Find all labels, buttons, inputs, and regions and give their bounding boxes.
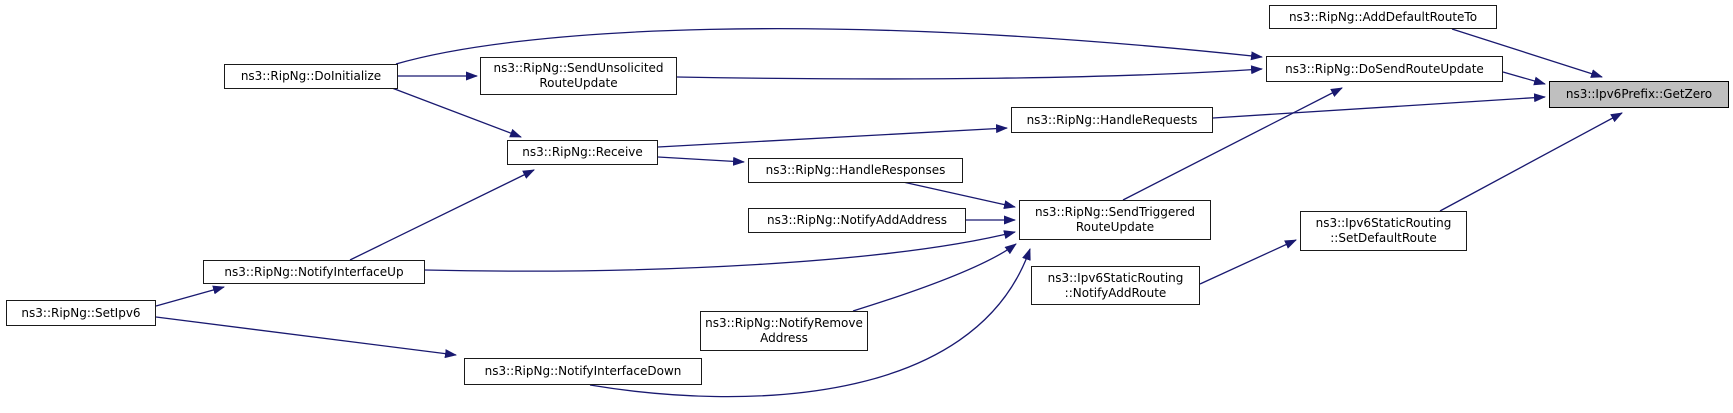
edge-sendtriggered-to-dosendrouteupdate — [1122, 87, 1343, 201]
edge-handleresponses-to-sendtriggered — [902, 181, 1016, 209]
edge-setipv6-to-notifyinterfaceup — [155, 285, 225, 307]
node-dosendrouteupdate[interactable]: ns3::RipNg::DoSendRouteUpdate — [1266, 56, 1503, 82]
node-setipv6[interactable]: ns3::RipNg::SetIpv6 — [6, 300, 156, 326]
node-notifyinterfaceup[interactable]: ns3::RipNg::NotifyInterfaceUp — [203, 260, 425, 284]
edge-receive-to-handleresponses — [657, 156, 745, 166]
edge-setdefaultroute-to-getzero — [1439, 112, 1623, 212]
edge-notifyinterfaceup-to-receive — [349, 169, 535, 261]
edge-notifyremoveaddress-to-sendtriggered — [852, 243, 1017, 312]
edge-dosendrouteupdate-to-getzero — [1502, 71, 1546, 86]
node-handlerequests[interactable]: ns3::RipNg::HandleRequests — [1011, 107, 1213, 133]
node-label-doinitialize: ns3::RipNg::DoInitialize — [240, 69, 382, 83]
edge-adddefaultrouteto-to-getzero — [1451, 28, 1603, 78]
node-label-sendunsolicited: ns3::RipNg::SendUnsolicited RouteUpdate — [493, 61, 664, 90]
edge-doinitialize-to-receive — [391, 87, 522, 138]
node-receive[interactable]: ns3::RipNg::Receive — [507, 140, 658, 165]
node-label-receive: ns3::RipNg::Receive — [522, 145, 643, 159]
node-notifyaddaddress[interactable]: ns3::RipNg::NotifyAddAddress — [748, 208, 966, 233]
edge-notifyinterfaceup-to-sendtriggered — [424, 230, 1016, 272]
node-notifyaddroute[interactable]: ns3::Ipv6StaticRouting ::NotifyAddRoute — [1031, 266, 1200, 305]
node-doinitialize[interactable]: ns3::RipNg::DoInitialize — [224, 64, 398, 89]
node-label-notifyaddaddress: ns3::RipNg::NotifyAddAddress — [766, 213, 948, 227]
node-sendtriggered[interactable]: ns3::RipNg::SendTriggered RouteUpdate — [1019, 200, 1211, 240]
node-getzero: ns3::Ipv6Prefix::GetZero — [1549, 81, 1729, 108]
edge-doinitialize-to-dosendrouteupdate — [395, 28, 1263, 65]
node-sendunsolicited[interactable]: ns3::RipNg::SendUnsolicited RouteUpdate — [480, 57, 677, 95]
node-label-getzero: ns3::Ipv6Prefix::GetZero — [1565, 87, 1713, 101]
node-label-setipv6: ns3::RipNg::SetIpv6 — [21, 305, 141, 320]
node-label-notifyinterfaceup: ns3::RipNg::NotifyInterfaceUp — [224, 264, 404, 279]
edge-sendunsolicited-to-dosendrouteupdate — [676, 65, 1263, 80]
node-notifyinterfacedown[interactable]: ns3::RipNg::NotifyInterfaceDown — [464, 358, 702, 385]
edge-notifyinterfacedown-to-sendtriggered — [589, 248, 1031, 398]
edge-setipv6-to-notifyinterfacedown — [155, 316, 457, 359]
node-label-handlerequests: ns3::RipNg::HandleRequests — [1026, 112, 1198, 127]
node-label-setdefaultroute: ns3::Ipv6StaticRouting ::SetDefaultRoute — [1315, 216, 1452, 245]
node-label-sendtriggered: ns3::RipNg::SendTriggered RouteUpdate — [1035, 205, 1195, 234]
node-setdefaultroute[interactable]: ns3::Ipv6StaticRouting ::SetDefaultRoute — [1300, 211, 1467, 251]
node-label-adddefaultrouteto: ns3::RipNg::AddDefaultRouteTo — [1288, 9, 1478, 24]
node-handleresponses[interactable]: ns3::RipNg::HandleResponses — [748, 158, 963, 183]
node-label-notifyaddroute: ns3::Ipv6StaticRouting ::NotifyAddRoute — [1047, 270, 1184, 300]
edge-handlerequests-to-getzero — [1212, 93, 1546, 119]
edge-receive-to-handlerequests — [657, 124, 1008, 148]
node-label-handleresponses: ns3::RipNg::HandleResponses — [765, 163, 946, 177]
node-adddefaultrouteto[interactable]: ns3::RipNg::AddDefaultRouteTo — [1269, 5, 1497, 29]
node-label-notifyinterfacedown: ns3::RipNg::NotifyInterfaceDown — [484, 364, 682, 378]
node-notifyremoveaddress[interactable]: ns3::RipNg::NotifyRemove Address — [700, 311, 868, 351]
node-label-notifyremoveaddress: ns3::RipNg::NotifyRemove Address — [705, 316, 863, 345]
edge-notifyaddroute-to-setdefaultroute — [1199, 239, 1297, 285]
node-label-dosendrouteupdate: ns3::RipNg::DoSendRouteUpdate — [1285, 61, 1484, 76]
